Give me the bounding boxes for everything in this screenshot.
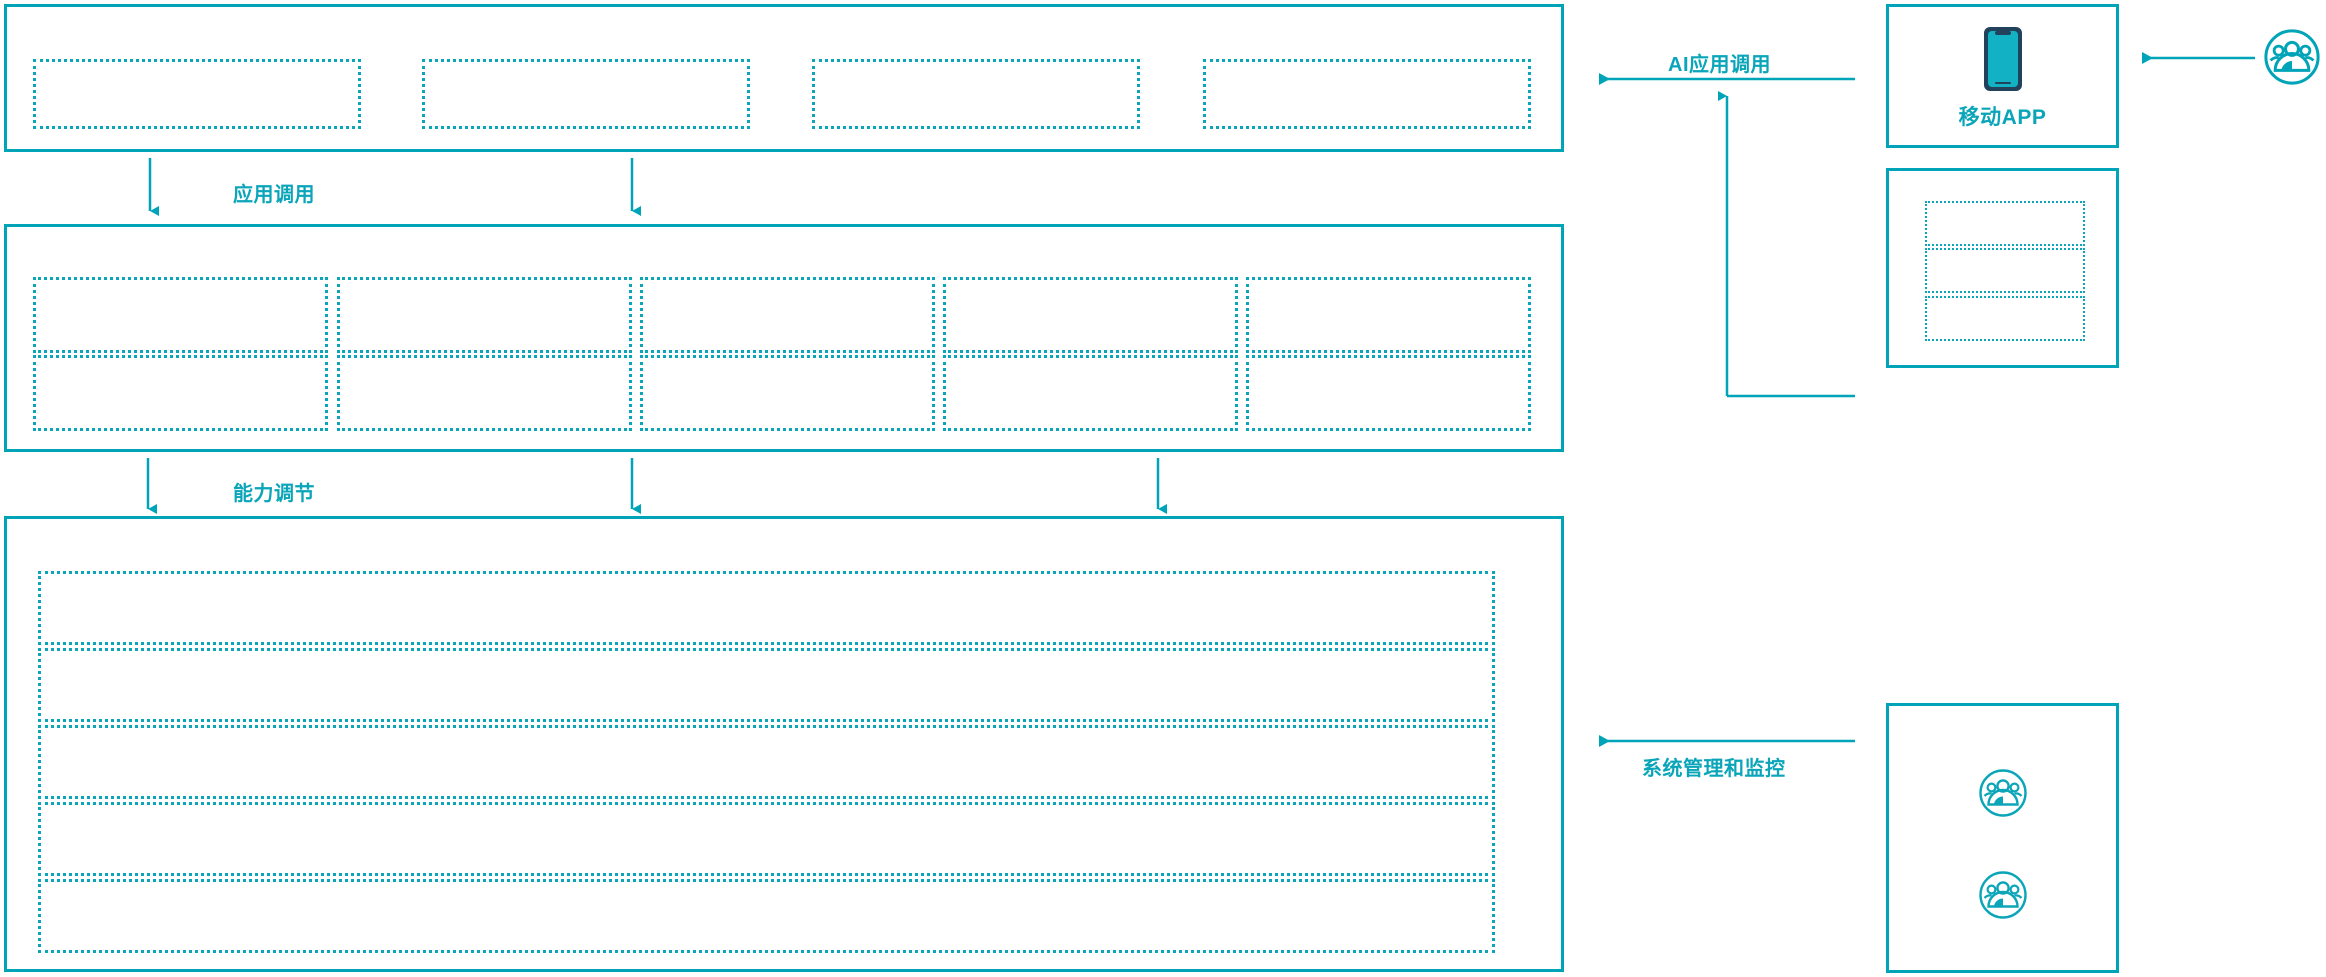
application-layer-slot-3[interactable] [812,59,1140,129]
flow-label-ai-app-invoke: AI应用调用 [1668,54,1771,76]
application-layer-slot-4[interactable] [1203,59,1531,129]
platform-layer-slot-4[interactable] [38,802,1495,876]
users-group-icon-operator-2 [1978,870,2028,920]
users-group-icon-operator-1 [1978,768,2028,818]
platform-layer-slot-1[interactable] [38,571,1495,645]
operators-box-card[interactable] [1886,703,2119,973]
capability-layer-slot-5[interactable] [1246,277,1531,353]
platform-layer-slot-5[interactable] [38,879,1495,953]
flow-label-system-admin: 系统管理和监控 [1642,758,1786,780]
platform-layer-slot-3[interactable] [38,725,1495,799]
capability-layer-slot-9[interactable] [943,355,1238,431]
flow-label-app-invoke: 应用调用 [233,184,315,206]
mobile-app-card-label: 移动APP [1958,106,2047,129]
capability-layer-slot-7[interactable] [337,355,632,431]
flow-label-capability-tune: 能力调节 [233,483,315,505]
capability-layer-slot-1[interactable] [33,277,328,353]
mobile-app-card[interactable]: 移动APP [1886,4,2119,148]
smartphone-icon [1980,25,2026,93]
application-layer-slot-2[interactable] [422,59,750,129]
users-group-icon-end-user[interactable] [2263,28,2321,86]
capability-layer-slot-8[interactable] [640,355,935,431]
capability-layer-slot-4[interactable] [943,277,1238,353]
capability-layer-slot-3[interactable] [640,277,935,353]
connector-ai-app-invoke [1599,73,1855,398]
channel-box-slot-2[interactable] [1925,248,2085,293]
channel-box-slot-1[interactable] [1925,201,2085,246]
channel-box-slot-3[interactable] [1925,296,2085,341]
capability-layer-slot-2[interactable] [337,277,632,353]
capability-layer-slot-10[interactable] [1246,355,1531,431]
platform-layer-slot-2[interactable] [38,648,1495,722]
capability-layer-slot-6[interactable] [33,355,328,431]
application-layer-slot-1[interactable] [33,59,361,129]
